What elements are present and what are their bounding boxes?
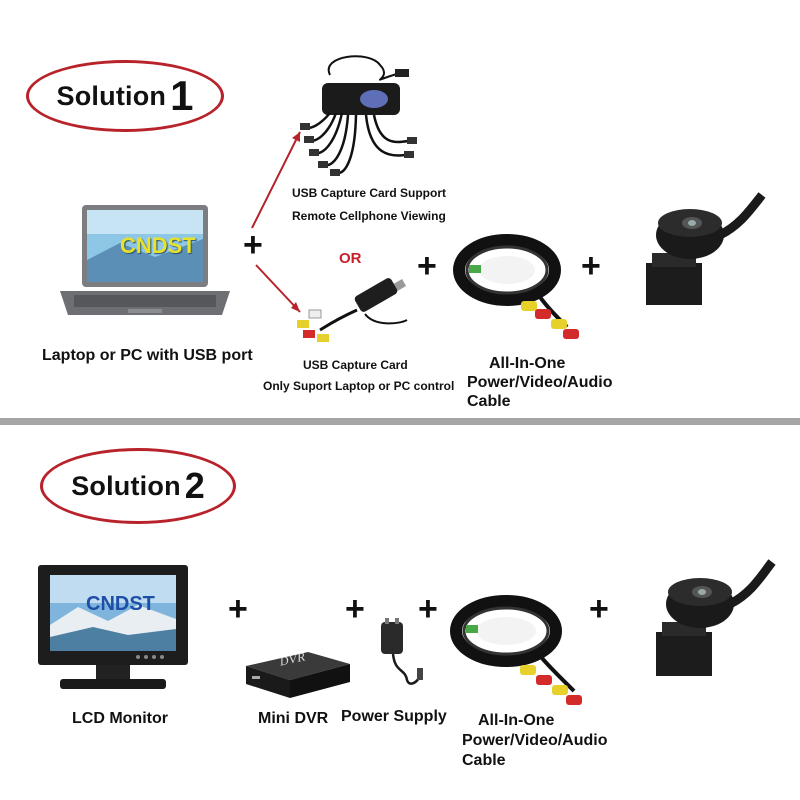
usb-card-support-line2: Remote Cellphone Viewing	[292, 209, 446, 223]
dvr-box-icon	[246, 652, 350, 698]
or-text: OR	[339, 250, 362, 267]
monitor-brand-text: CNDST	[86, 593, 155, 615]
usb-capture-card-image	[295, 272, 425, 347]
plus-sign-1: +	[243, 226, 263, 264]
cable-label-2-line1: All-In-One	[478, 712, 555, 729]
solution-2-number: 2	[184, 465, 205, 506]
red-branch-lines	[251, 131, 301, 313]
mini-camera-image-1	[640, 192, 770, 310]
plus-sign-2: +	[417, 247, 437, 285]
monitor-icon	[38, 565, 188, 689]
av-cable-image-1	[453, 234, 585, 345]
cable-label-1-line2: Power/Video/Audio	[467, 374, 613, 391]
usb-card-support-line1: USB Capture Card Support	[292, 186, 447, 200]
lcd-monitor-label: LCD Monitor	[72, 710, 168, 727]
laptop-label: Laptop or PC with USB port	[42, 347, 253, 364]
laptop-icon	[60, 205, 230, 315]
camera-icon	[646, 192, 766, 305]
cable-label-1-line1: All-In-One	[489, 355, 566, 372]
cable-label-2-line2: Power/Video/Audio	[462, 732, 608, 749]
solution-1-word: Solution	[56, 80, 167, 111]
usb-card-line1: USB Capture Card	[303, 358, 408, 372]
plus-sign-3: +	[581, 247, 601, 285]
solution-1-badge: Solution 1	[26, 60, 224, 132]
solution-1-number: 1	[170, 72, 194, 119]
av-cable-image-2	[450, 595, 592, 710]
cable-coil-icon	[453, 234, 579, 339]
laptop-image: CNDST	[60, 205, 230, 320]
mini-camera-image-2	[648, 559, 778, 680]
laptop-brand-text: CNDST	[120, 233, 196, 258]
usb-dongle-icon	[297, 278, 408, 342]
plus-sign-6: +	[418, 590, 438, 628]
cable-label-2-line3: Cable	[462, 752, 506, 769]
mini-dvr-label: Mini DVR	[258, 710, 329, 727]
usb-capture-card-icon	[300, 55, 417, 176]
usb-capture-card-4ch-image	[300, 45, 450, 180]
camera-icon-2	[656, 559, 776, 676]
cable-coil-icon-2	[450, 595, 582, 705]
cable-label-1-line3: Cable	[467, 393, 511, 410]
usb-card-line2: Only Suport Laptop or PC control	[263, 379, 455, 393]
power-supply-image	[375, 618, 435, 690]
lcd-monitor-image: CNDST	[38, 565, 188, 693]
plus-sign-7: +	[589, 590, 609, 628]
power-supply-label: Power Supply	[341, 708, 447, 725]
power-adapter-icon	[381, 618, 423, 685]
plus-sign-4: +	[228, 590, 248, 628]
plus-sign-5: +	[345, 590, 365, 628]
solution-2-word: Solution	[71, 470, 181, 501]
solution-2-badge: Solution 2	[40, 448, 236, 524]
mini-dvr-image: DVR	[246, 638, 351, 700]
section-divider	[0, 418, 800, 425]
